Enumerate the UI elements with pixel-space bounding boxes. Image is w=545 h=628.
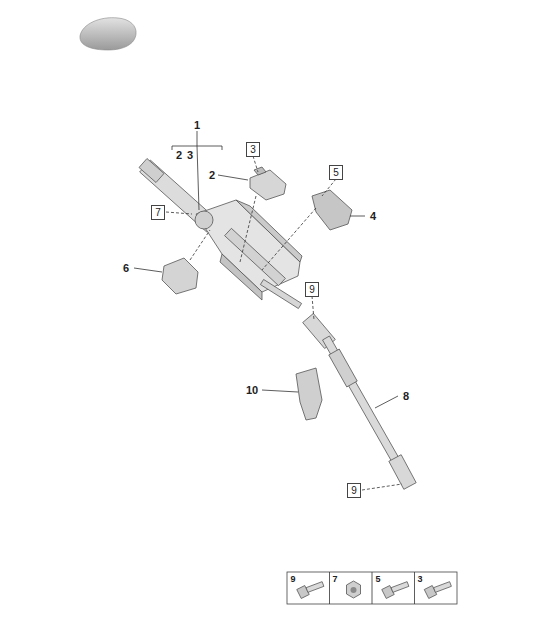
callout-number: 3 xyxy=(250,144,256,155)
callout-number: 3 xyxy=(186,149,194,161)
callout-number: 1 xyxy=(193,119,201,131)
callout-number: 9 xyxy=(351,485,357,496)
callout-number: 5 xyxy=(333,167,339,178)
bolt-shank-icon xyxy=(391,582,409,593)
control-module xyxy=(250,170,286,200)
output-shaft xyxy=(260,279,301,308)
callout-number: 8 xyxy=(402,390,410,402)
dashed-leader xyxy=(322,179,336,196)
bolt-shank-icon xyxy=(306,582,324,593)
leader-line xyxy=(218,175,248,180)
callout-box: 7 xyxy=(151,205,165,220)
callout-box: 5 xyxy=(329,165,343,180)
dashed-leader xyxy=(166,212,192,214)
table-divider xyxy=(329,572,330,604)
module-plug xyxy=(254,167,266,175)
lower-universal-joint xyxy=(389,455,416,490)
dashed-leader xyxy=(253,156,258,172)
callout-box: 9 xyxy=(305,282,319,297)
callout-box: 9 xyxy=(347,483,361,498)
shaft-boot xyxy=(296,368,322,420)
dashed-leader xyxy=(362,484,402,490)
nut-hole xyxy=(351,587,357,593)
lock-bracket xyxy=(162,258,198,294)
dashed-leader xyxy=(190,230,210,260)
bolt-shank-icon xyxy=(434,582,452,593)
callout-number: 10 xyxy=(245,384,259,396)
table-divider xyxy=(372,572,373,604)
adjust-motor xyxy=(225,228,286,285)
leader-line xyxy=(134,268,162,272)
callout-number: 2 xyxy=(175,149,183,161)
table-cell-number: 5 xyxy=(374,573,381,585)
callout-number: 6 xyxy=(122,262,130,274)
table-cell-number: 3 xyxy=(416,573,423,585)
intermediate-shaft xyxy=(323,336,404,470)
callout-number: 9 xyxy=(309,284,315,295)
callout-box: 3 xyxy=(246,142,260,157)
column-end xyxy=(139,159,164,183)
cover-part xyxy=(312,190,352,230)
dashed-leader xyxy=(262,208,316,270)
callout-number: 4 xyxy=(369,210,377,222)
callout-number: 7 xyxy=(155,207,161,218)
column-bearing xyxy=(195,211,213,229)
leader-line xyxy=(350,216,365,217)
leader-line xyxy=(262,390,298,392)
dashed-leader xyxy=(312,296,314,320)
group-bracket xyxy=(222,146,223,150)
table-cell-number: 7 xyxy=(331,573,338,585)
leader-line xyxy=(375,396,398,408)
leader-line xyxy=(197,131,198,146)
fastener-table xyxy=(287,572,457,604)
dashed-leader xyxy=(240,196,256,262)
table-divider xyxy=(414,572,415,604)
nut-icon xyxy=(347,581,361,598)
vehicle-icon xyxy=(80,18,136,50)
table-cell-number: 9 xyxy=(289,573,296,585)
leader-line xyxy=(197,146,199,210)
group-bracket xyxy=(172,146,173,150)
callout-number: 2 xyxy=(208,169,216,181)
shaft-sleeve xyxy=(329,349,357,387)
